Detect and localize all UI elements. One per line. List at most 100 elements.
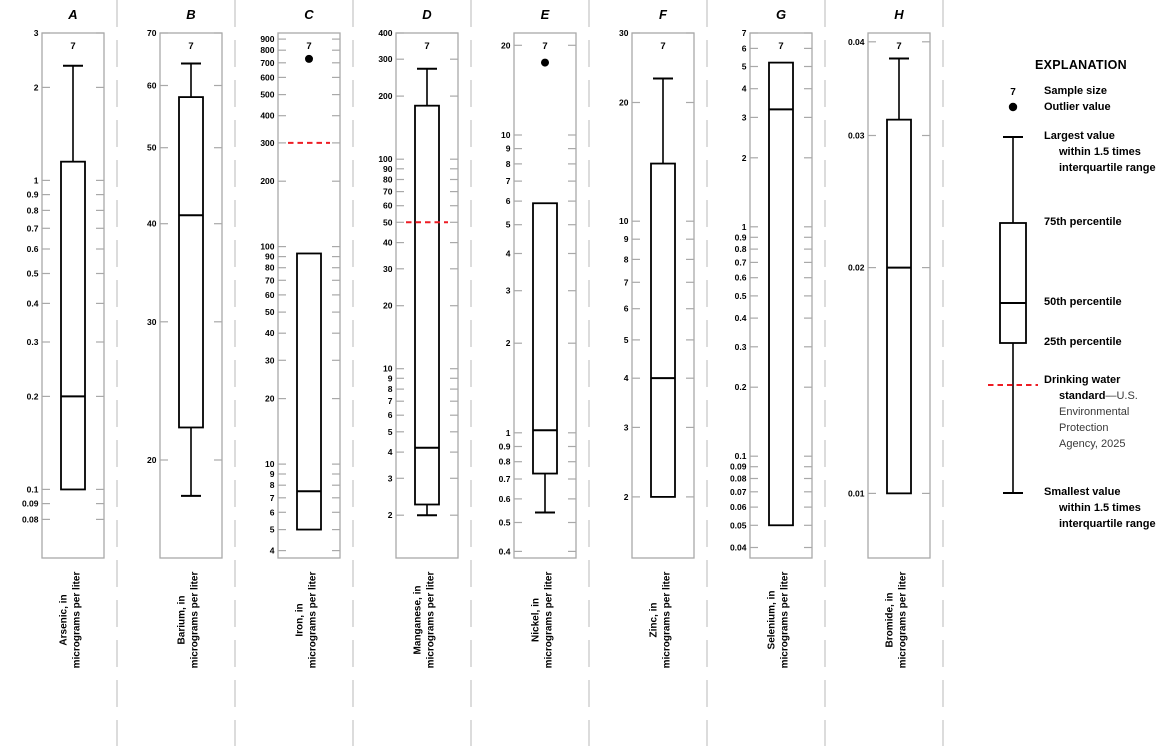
y-tick-label: 0.7	[27, 223, 39, 233]
panel-title: A	[67, 7, 77, 22]
y-tick-label: 0.9	[499, 442, 511, 452]
y-tick-label: 7	[506, 176, 511, 186]
svg-text:micrograms per liter: micrograms per liter	[308, 572, 319, 669]
y-tick-label: 2	[34, 82, 39, 92]
y-tick-label: 800	[260, 45, 274, 55]
y-tick-label: 40	[383, 238, 393, 248]
legend-outlier-dot-icon	[1008, 102, 1018, 112]
y-tick-label: 0.07	[730, 487, 747, 497]
y-tick-label: 0.8	[27, 205, 39, 215]
sample-size: 7	[306, 41, 311, 52]
svg-text:micrograms per liter: micrograms per liter	[898, 572, 909, 669]
legend-sample-size-label: Sample size	[1044, 85, 1107, 97]
y-tick-label: 0.01	[848, 488, 865, 498]
panel-title: G	[776, 7, 786, 22]
y-tick-label: 50	[383, 217, 393, 227]
y-tick-label: 20	[265, 394, 275, 404]
y-tick-label: 20	[619, 98, 629, 108]
panel-title: D	[422, 7, 432, 22]
y-tick-label: 9	[624, 234, 629, 244]
outlier-point	[541, 58, 549, 67]
svg-text:micrograms per liter: micrograms per liter	[190, 572, 201, 669]
y-tick-label: 600	[260, 72, 274, 82]
y-tick-label: 0.5	[27, 269, 39, 279]
y-tick-label: 0.08	[22, 514, 39, 524]
y-tick-label: 4	[624, 373, 629, 383]
panel-title: F	[659, 7, 668, 22]
y-tick-label: 4	[506, 249, 511, 259]
legend-p50-label: 50th percentile	[1044, 296, 1122, 308]
y-tick-label: 0.08	[730, 474, 747, 484]
y-tick-label: 2	[506, 338, 511, 348]
y-tick-label: 90	[383, 164, 393, 174]
panel-title: B	[186, 7, 195, 22]
legend-outlier-label: Outlier value	[1044, 101, 1111, 113]
y-tick-label: 200	[378, 91, 392, 101]
panel-title: H	[894, 7, 904, 22]
y-tick-label: 0.05	[730, 520, 747, 530]
y-tick-label: 4	[742, 84, 747, 94]
y-tick-label: 1	[34, 175, 39, 185]
y-tick-label: 300	[378, 54, 392, 64]
y-tick-label: 0.2	[735, 382, 747, 392]
panel-E-chart: E20109876543210.90.80.70.60.50.47Nickel,…	[499, 0, 590, 746]
y-tick-label: 70	[147, 28, 157, 38]
y-tick-label: 0.7	[735, 257, 747, 267]
y-tick-label: 10	[501, 130, 511, 140]
y-tick-label: 0.1	[27, 484, 39, 494]
sample-size: 7	[424, 41, 429, 52]
y-tick-label: 0.06	[730, 502, 747, 512]
iqr-box	[60, 160, 86, 491]
y-tick-label: 7	[388, 396, 393, 406]
svg-text:Nickel, in: Nickel, in	[531, 598, 542, 642]
y-tick-label: 5	[270, 525, 275, 535]
y-tick-label: 3	[388, 473, 393, 483]
y-tick-label: 8	[506, 159, 511, 169]
outlier-point	[305, 54, 313, 63]
y-tick-label: 5	[506, 220, 511, 230]
y-tick-label: 30	[619, 28, 629, 38]
y-tick-label: 0.6	[735, 273, 747, 283]
svg-text:Bromide, in: Bromide, in	[885, 592, 896, 647]
y-tick-label: 1	[506, 428, 511, 438]
y-tick-label: 300	[260, 138, 274, 148]
y-tick-label: 3	[624, 422, 629, 432]
legend-standard-bold: standard	[1059, 390, 1106, 402]
y-tick-label: 6	[742, 43, 747, 53]
y-tick-label: 2	[388, 510, 393, 520]
legend-standard-line-4: Protection	[1059, 422, 1109, 434]
y-tick-label: 900	[260, 34, 274, 44]
iqr-box	[768, 61, 794, 527]
panel-D-chart: D400300200100908070605040302010987654327…	[378, 0, 472, 746]
legend-largest-line-2: within 1.5 times	[1059, 146, 1141, 158]
legend-p75-label: 75th percentile	[1044, 216, 1122, 228]
y-tick-label: 3	[742, 112, 747, 122]
y-tick-label: 8	[270, 480, 275, 490]
y-tick-label: 10	[619, 216, 629, 226]
panel-A-chart: A3210.90.80.70.60.50.40.30.20.10.090.087…	[22, 0, 118, 746]
y-tick-label: 0.7	[499, 474, 511, 484]
svg-text:Manganese, in: Manganese, in	[413, 586, 424, 655]
legend-boxplot-glyph: 7	[988, 87, 1038, 494]
legend-standard-line-3: Environmental	[1059, 406, 1130, 418]
y-tick-label: 6	[506, 196, 511, 206]
legend-smallest-line-1: Smallest value	[1044, 486, 1121, 498]
svg-text:Arsenic, in: Arsenic, in	[59, 594, 70, 645]
y-tick-label: 30	[383, 264, 393, 274]
y-tick-label: 0.09	[730, 462, 747, 472]
legend-smallest-line-2: within 1.5 times	[1059, 502, 1141, 514]
y-tick-label: 0.6	[499, 494, 511, 504]
legend-iqr-box	[999, 222, 1027, 344]
svg-text:Iron, in: Iron, in	[295, 603, 306, 636]
y-tick-label: 700	[260, 58, 274, 68]
y-tick-label: 30	[265, 355, 275, 365]
panel-C-chart: C900800700600500400300200100908070605040…	[260, 0, 354, 746]
y-tick-label: 3	[34, 28, 39, 38]
y-tick-label: 80	[383, 175, 393, 185]
y-tick-label: 200	[260, 176, 274, 186]
